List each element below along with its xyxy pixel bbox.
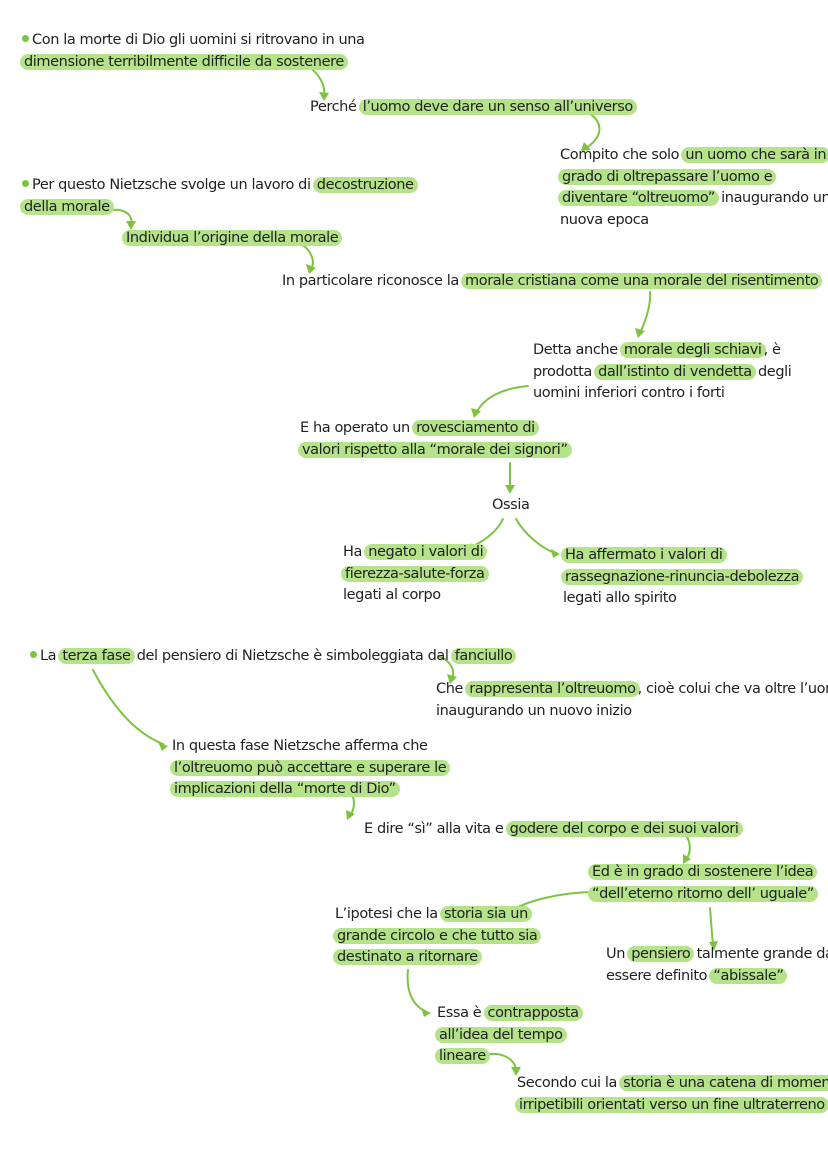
node-text: Con la morte di Dio gli uomini si ritrov… xyxy=(32,32,365,48)
arrow-10 xyxy=(437,655,457,684)
node-text: essere definito xyxy=(606,967,712,984)
node-text: nuova epoca xyxy=(560,211,649,228)
highlight: morale cristiana come una morale del ris… xyxy=(461,273,823,289)
highlight: rappresenta l’oltreuomo xyxy=(465,681,640,697)
node-affirmed-values: Ha affermato i valori di rassegnazione-r… xyxy=(561,545,804,610)
highlight: morale degli schiavi xyxy=(619,342,766,358)
node-text: , è xyxy=(763,342,781,358)
node-text: Ossia xyxy=(492,497,530,513)
node-text: La xyxy=(40,648,61,664)
arrow-5 xyxy=(635,291,652,338)
node-linear-history: Secondo cui la storia è una catena di mo… xyxy=(515,1073,828,1116)
highlight: storia è una catena di momenti xyxy=(619,1075,828,1091)
node-text: Compito che solo xyxy=(560,147,684,163)
highlight: fanciullo xyxy=(450,648,517,664)
highlight: dall’istinto di vendetta xyxy=(594,363,756,380)
highlight: destinato a ritornare xyxy=(333,949,482,965)
highlight: Ed è in grado di sostenere l’idea xyxy=(588,864,818,880)
node-third-phase: La terza fase del pensiero di Nietzsche … xyxy=(30,646,517,668)
node-text: uomini inferiori contro i forti xyxy=(533,385,725,401)
node-death-of-god: Con la morte di Dio gli uomini si ritrov… xyxy=(20,30,365,73)
arrow-6 xyxy=(471,385,529,418)
highlight: dimensione terribilmente difficile da so… xyxy=(20,53,348,70)
arrow-9 xyxy=(515,518,560,558)
highlight: Individua l’origine della morale xyxy=(122,230,343,246)
node-why-meaning: Perché l’uomo deve dare un senso all’uni… xyxy=(310,97,637,119)
node-text: Secondo cui la xyxy=(517,1075,622,1091)
highlight: valori rispetto alla “morale dei signori… xyxy=(298,441,572,458)
node-deconstruction: Per questo Nietzsche svolge un lavoro di… xyxy=(20,175,418,218)
node-origin-morality: Individua l’origine della morale xyxy=(122,228,343,250)
node-history-circle: L’ipotesi che la storia sia un grande ci… xyxy=(333,904,542,969)
node-eternal-return: Ed è in grado di sostenere l’idea “dell’… xyxy=(588,862,818,905)
node-text: legati al corpo xyxy=(343,587,441,603)
node-text: Per questo Nietzsche svolge un lavoro di xyxy=(32,177,315,193)
node-child-overman: Che rappresenta l’oltreuomo, cioè colui … xyxy=(436,679,828,722)
highlight: all’idea del tempo xyxy=(435,1026,567,1043)
node-text: Ha xyxy=(343,544,367,560)
node-text: In questa fase Nietzsche afferma che xyxy=(172,738,428,754)
highlight: rovesciamento di xyxy=(412,420,539,436)
node-text: Un xyxy=(606,946,630,962)
node-text: degli xyxy=(753,363,792,380)
highlight: terza fase xyxy=(58,648,135,664)
arrow-16 xyxy=(406,969,431,1017)
node-overman-task: Compito che solo un uomo che sarà in gra… xyxy=(558,145,828,231)
node-text: inaugurando una xyxy=(716,190,828,206)
highlight: grande circolo e che tutto sia xyxy=(333,927,542,944)
node-opposed-linear: Essa è contrapposta all’idea del tempo l… xyxy=(435,1003,583,1068)
node-text: inaugurando un nuovo inizio xyxy=(436,702,632,719)
bullet-icon xyxy=(22,180,29,187)
node-text: Essa è xyxy=(437,1005,486,1021)
arrow-15 xyxy=(709,907,718,951)
highlight: pensiero xyxy=(627,946,695,962)
highlight: “dell’eterno ritorno dell’ uguale” xyxy=(588,885,818,902)
node-text: E ha operato un xyxy=(300,420,415,436)
node-overcoming: In questa fase Nietzsche afferma che l’o… xyxy=(170,736,451,801)
bullet-icon xyxy=(22,35,29,42)
highlight: lineare xyxy=(435,1048,490,1064)
highlight: Ha affermato i valori di xyxy=(561,547,727,563)
node-abyssal-thought: Un pensiero talmente grande da essere de… xyxy=(606,944,828,987)
node-slave-morality: Detta anche morale degli schiavi, è prod… xyxy=(533,340,792,405)
highlight: un uomo che sarà in xyxy=(681,147,828,163)
node-value-reversal: E ha operato un rovesciamento di valori … xyxy=(298,418,572,461)
highlight: contrapposta xyxy=(483,1005,583,1021)
node-text: L’ipotesi che la xyxy=(335,906,443,922)
node-text: talmente grande da xyxy=(692,946,828,962)
node-ossia: Ossia xyxy=(492,495,530,517)
highlight: storia sia un xyxy=(440,906,532,922)
highlight: fierezza-salute-forza xyxy=(341,565,489,582)
highlight: l’oltreuomo può accettare e superare le xyxy=(170,759,451,776)
node-say-yes: E dire “sì” alla vita e godere del corpo… xyxy=(364,819,743,841)
node-text: In particolare riconosce la xyxy=(282,273,464,289)
highlight: irripetibili orientati verso un fine ult… xyxy=(515,1096,828,1113)
highlight: godere del corpo e dei suoi valori xyxy=(505,821,743,837)
node-text: Detta anche xyxy=(533,342,622,358)
arrow-7 xyxy=(505,462,515,494)
node-denied-values: Ha negato i valori di fierezza-salute-fo… xyxy=(341,542,489,607)
bullet-icon xyxy=(30,651,37,658)
arrow-11 xyxy=(92,669,168,751)
node-text: , cioè colui che va oltre l’uomo xyxy=(637,681,828,697)
highlight: della morale xyxy=(20,198,114,215)
highlight: rassegnazione-rinuncia-debolezza xyxy=(561,568,804,585)
node-text: legati allo spirito xyxy=(563,590,677,606)
highlight: decostruzione xyxy=(312,177,418,193)
highlight: implicazioni della “morte di Dio” xyxy=(170,781,400,797)
node-text: del pensiero di Nietzsche è simboleggiat… xyxy=(132,648,453,664)
highlight: diventare “oltreuomo” xyxy=(558,190,719,206)
highlight: “abissale” xyxy=(709,967,788,984)
highlight: negato i valori di xyxy=(364,544,488,560)
node-christian-morality: In particolare riconosce la morale crist… xyxy=(282,271,823,293)
highlight: l’uomo deve dare un senso all’universo xyxy=(358,99,637,115)
node-text: E dire “sì” alla vita e xyxy=(364,821,508,837)
node-text: Perché xyxy=(310,99,361,115)
highlight: grado di oltrepassare l’uomo e xyxy=(558,168,777,185)
node-text: prodotta xyxy=(533,363,597,380)
node-text: Che xyxy=(436,681,468,697)
